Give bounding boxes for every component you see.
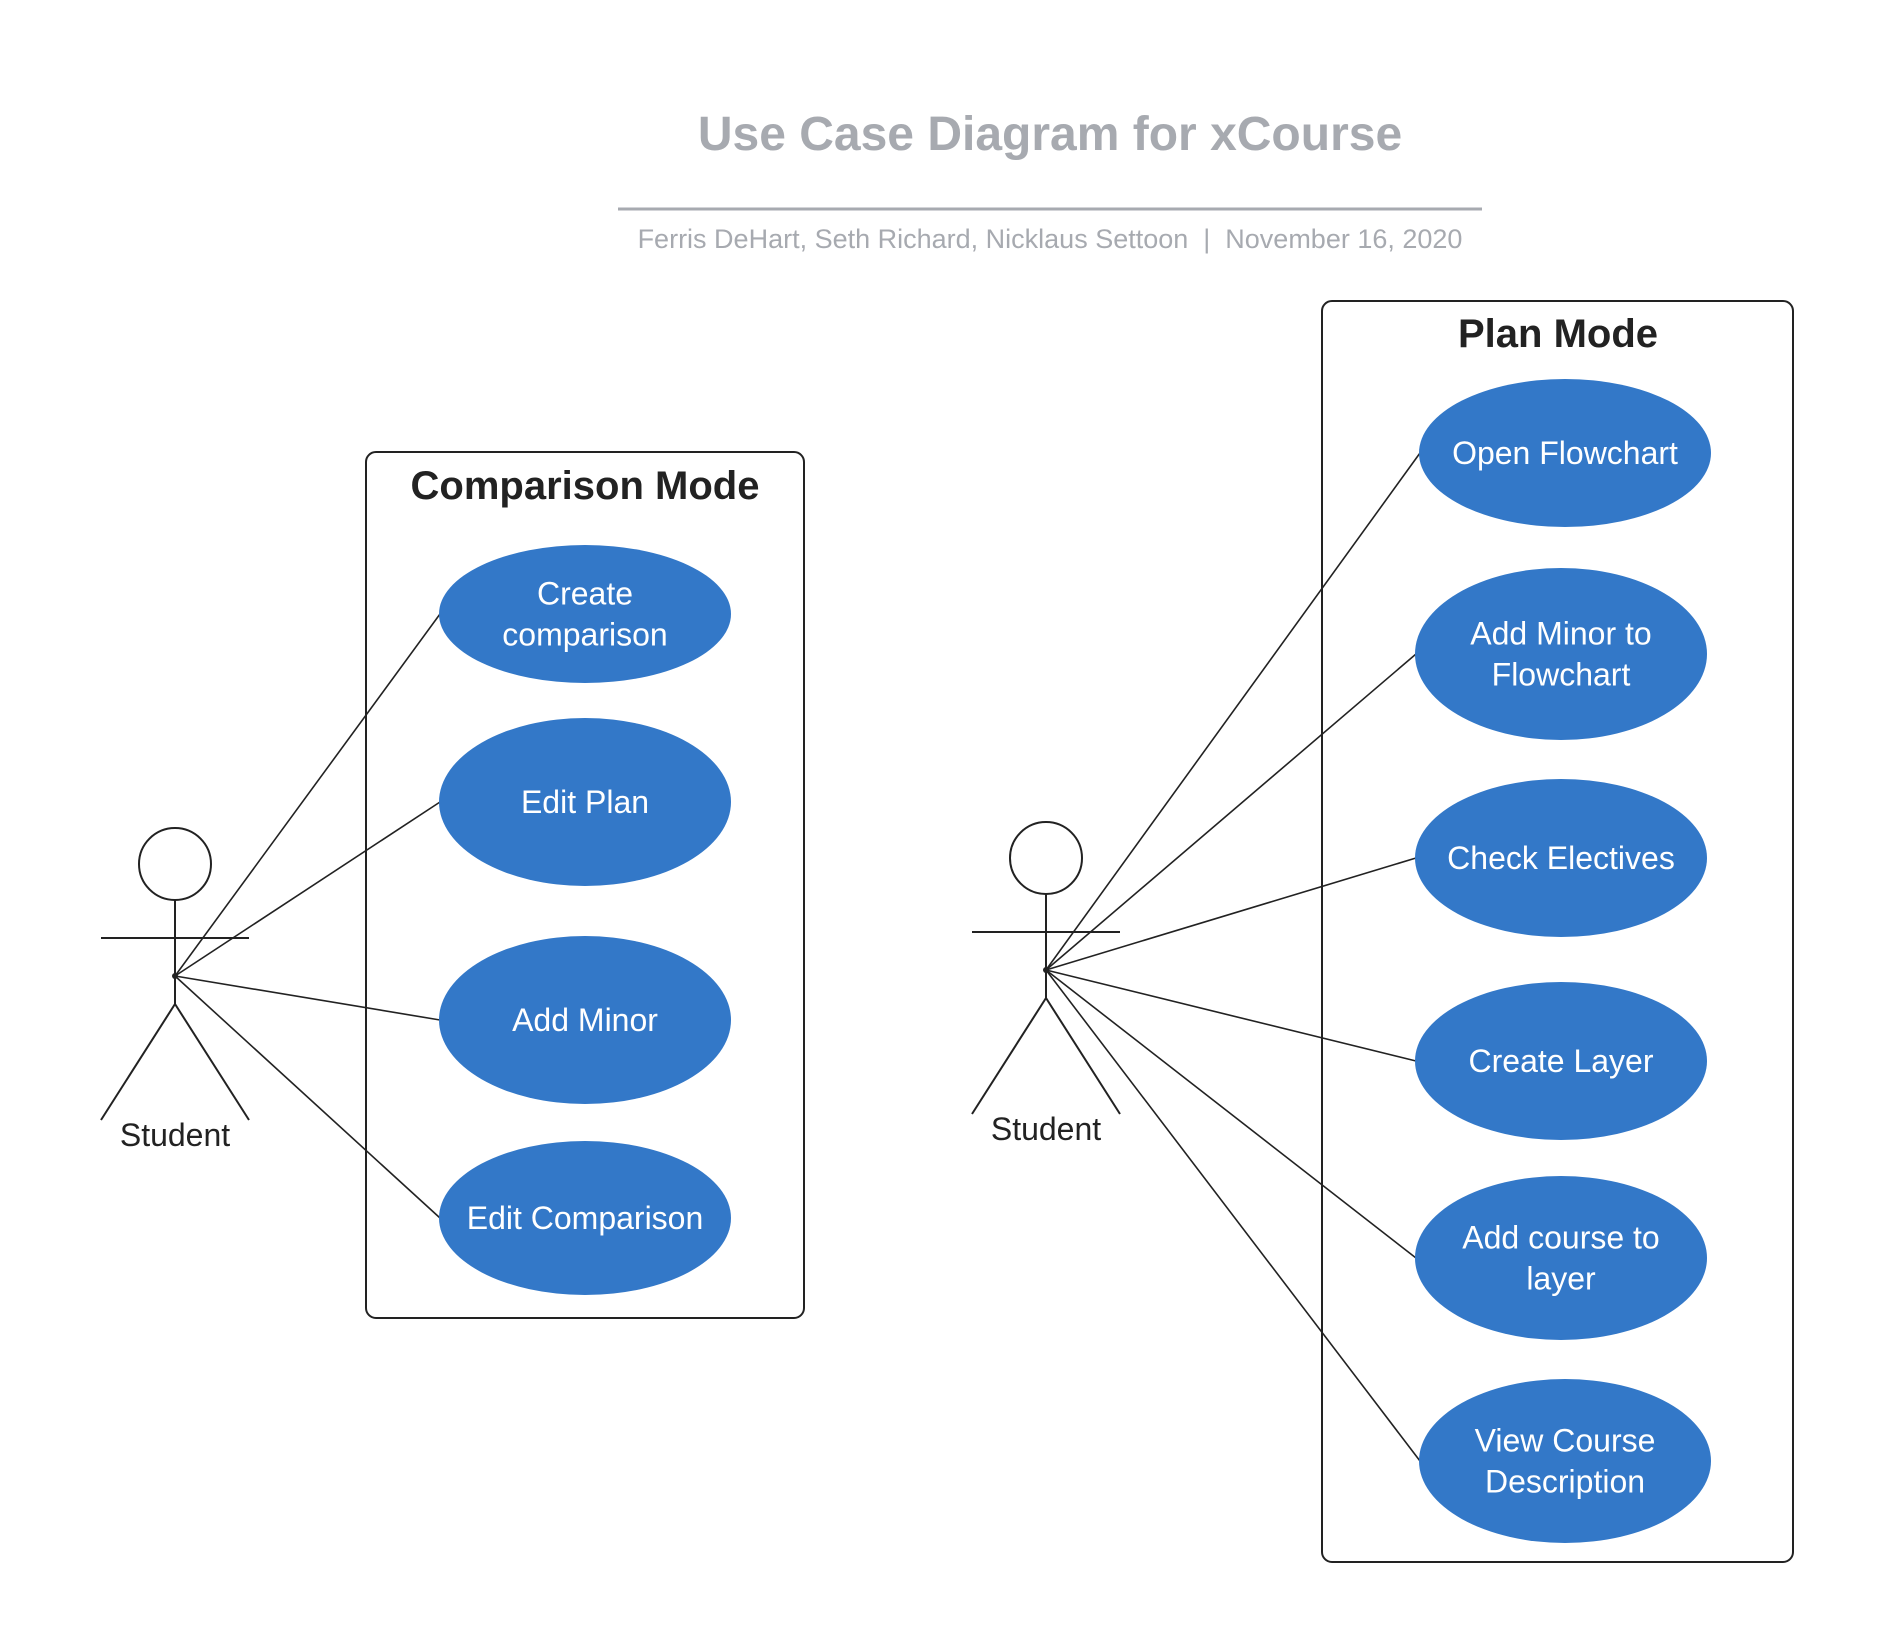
use-case-label: Flowchart <box>1492 657 1631 693</box>
plan-use-case-create-layer[interactable]: Create Layer <box>1415 982 1707 1140</box>
comparison-use-case-add-minor[interactable]: Add Minor <box>439 936 731 1104</box>
actors: Student Student <box>100 821 1121 1153</box>
plan-use-case-check-electives[interactable]: Check Electives <box>1415 779 1707 937</box>
actor-connector-point <box>1043 967 1049 973</box>
comparison-association-line <box>174 801 441 977</box>
use-case-label: layer <box>1526 1261 1596 1297</box>
plan-association-line <box>1045 969 1417 1062</box>
use-case-label: Description <box>1485 1464 1645 1500</box>
use-case-ellipse[interactable] <box>1419 1379 1711 1543</box>
use-case-ellipse[interactable] <box>439 936 731 1104</box>
comparison-use-case-create-comparison[interactable]: Create comparison <box>439 545 731 683</box>
use-case-ellipse[interactable] <box>1419 379 1711 527</box>
use-case-label: Add course to <box>1462 1220 1659 1256</box>
use-case-label: Create Layer <box>1469 1043 1654 1079</box>
comparison-mode-boundary <box>365 451 805 1319</box>
use-case-label: Open Flowchart <box>1452 435 1678 471</box>
diagram-subtitle: Ferris DeHart, Seth Richard, Nicklaus Se… <box>638 224 1463 254</box>
use-case-ellipse[interactable] <box>439 1141 731 1295</box>
actor-connector-point <box>172 973 178 979</box>
plan-association-line <box>1045 857 1417 971</box>
use-case-ellipse[interactable] <box>1415 779 1707 937</box>
plan-use-case-open-flowchart[interactable]: Open Flowchart <box>1419 379 1711 527</box>
actor-right-leg <box>1045 997 1121 1115</box>
use-case-label: Check Electives <box>1447 840 1675 876</box>
plan-association-line <box>1045 653 1417 971</box>
actor-label: Student <box>120 1117 230 1153</box>
plan-use-case-add-minor-to-flowchart[interactable]: Add Minor to Flowchart <box>1415 568 1707 740</box>
plan-student-actor: Student <box>971 821 1121 1147</box>
use-case-label: Add Minor to <box>1470 616 1651 652</box>
use-case-label: comparison <box>502 617 667 653</box>
use-case-label: Edit Plan <box>521 784 649 820</box>
actor-head <box>1009 821 1083 895</box>
association-lines <box>174 452 1421 1462</box>
actor-head <box>138 827 212 901</box>
plan-mode-boundary <box>1321 300 1794 1563</box>
plan-association-line <box>1045 452 1421 971</box>
comparison-use-case-edit-plan[interactable]: Edit Plan <box>439 718 731 886</box>
comparison-mode-system: Comparison Mode <box>365 451 805 1319</box>
use-case-ellipse[interactable] <box>1415 568 1707 740</box>
actor-right-leg <box>174 1003 250 1121</box>
plan-mode-title: Plan Mode <box>1458 312 1658 356</box>
use-case-ellipse[interactable] <box>439 718 731 886</box>
comparison-use-case-edit-comparison[interactable]: Edit Comparison <box>439 1141 731 1295</box>
use-case-ellipse[interactable] <box>439 545 731 683</box>
comparison-association-line <box>174 975 441 1219</box>
comparison-association-line <box>174 613 441 977</box>
actor-label: Student <box>991 1111 1101 1147</box>
plan-use-case-add-course-to-layer[interactable]: Add course to layer <box>1415 1176 1707 1340</box>
actor-left-leg <box>100 1003 176 1121</box>
use-case-ellipse[interactable] <box>1415 982 1707 1140</box>
use-case-label: Add Minor <box>512 1002 658 1038</box>
use-case-label: Edit Comparison <box>467 1200 704 1236</box>
plan-association-line <box>1045 969 1417 1259</box>
use-case-label: View Course <box>1475 1423 1656 1459</box>
comparison-mode-title: Comparison Mode <box>411 464 760 508</box>
plan-association-line <box>1045 969 1421 1462</box>
use-case-label: Create <box>537 576 633 612</box>
comparison-student-actor: Student <box>100 827 250 1153</box>
diagram-title: Use Case Diagram for xCourse <box>698 108 1402 161</box>
plan-mode-system: Plan Mode <box>1321 300 1794 1563</box>
use-case-ellipse[interactable] <box>1415 1176 1707 1340</box>
actor-left-leg <box>971 997 1047 1115</box>
comparison-association-line <box>174 975 441 1021</box>
